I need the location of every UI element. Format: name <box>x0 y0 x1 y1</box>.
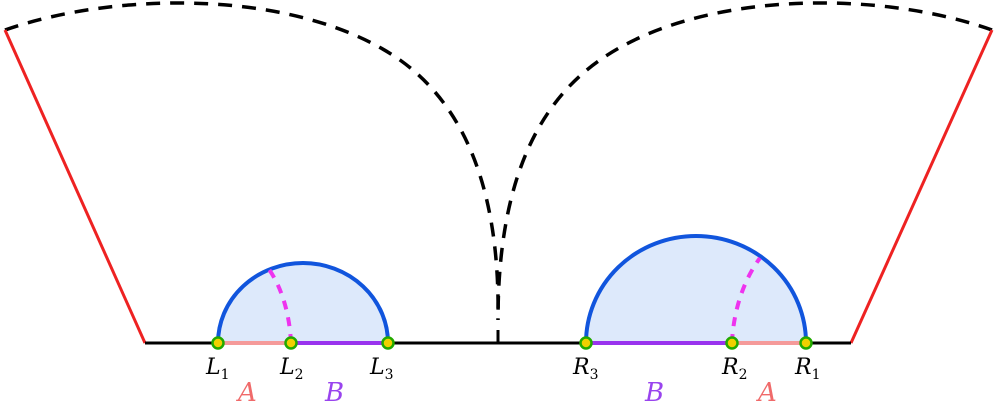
left-semicircle-region <box>218 263 388 343</box>
region-label-B-right: B <box>644 378 664 405</box>
region-label-A-left: A <box>236 378 257 405</box>
right-magenta-dashed-curve <box>730 256 762 344</box>
left-semicircle-arc <box>216 261 390 344</box>
point-R3 <box>579 336 593 350</box>
right-semicircle-region <box>586 236 806 343</box>
right-dashed-arc <box>496 1 993 321</box>
region-label-A-right: A <box>756 378 777 405</box>
point-L1 <box>211 336 225 350</box>
right-red-boundary <box>849 29 994 344</box>
region-label-B-left: B <box>324 378 344 405</box>
label-R1: R1 <box>794 355 821 383</box>
point-R1 <box>799 336 813 350</box>
label-L3: L3 <box>369 355 394 383</box>
left-dashed-arc <box>4 1 500 321</box>
right-semicircle-arc <box>584 234 808 344</box>
point-L3 <box>381 336 395 350</box>
label-L1: L1 <box>205 355 230 383</box>
label-R3: R3 <box>572 355 599 383</box>
label-L2: L2 <box>279 355 304 383</box>
left-red-boundary <box>3 29 147 344</box>
label-R2: R2 <box>721 355 748 383</box>
point-R2 <box>725 336 739 350</box>
point-L2 <box>284 336 298 350</box>
